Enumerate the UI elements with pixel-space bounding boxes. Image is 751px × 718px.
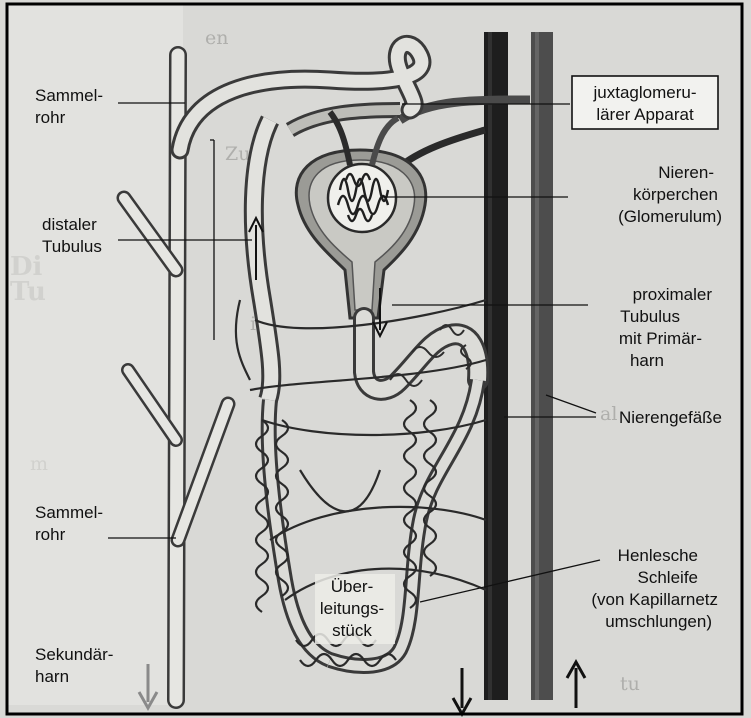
center-label: Über- leitungs- stück <box>315 574 395 644</box>
label-distaler-line2: Tubulus <box>42 237 102 256</box>
label-henle-line4: umschlungen) <box>605 612 712 631</box>
label-sekundaerharn-line1: Sekundär- <box>35 645 113 664</box>
label-nierengefaesse: Nierengefäße <box>619 408 722 427</box>
label-nieren-line2: körperchen <box>633 185 718 204</box>
label-sammelrohr-bottom-line2: rohr <box>35 525 66 544</box>
label-ueber-line2: leitungs- <box>320 599 384 618</box>
label-proximal-line2: Tubulus <box>620 307 680 326</box>
label-ueber-line3: stück <box>332 621 372 640</box>
renal-corpuscle <box>296 112 425 318</box>
label-proximal-line3: mit Primär- <box>619 329 702 348</box>
right-labels: juxtaglomeru- lärer Apparat Nieren- körp… <box>572 76 722 631</box>
svg-text:Zu: Zu <box>225 143 250 165</box>
label-ueber-line1: Über- <box>331 577 374 596</box>
efferent-vessel <box>398 130 485 168</box>
label-sammelrohr-top-line2: rohr <box>35 108 66 127</box>
label-proximal-line1: proximaler <box>633 285 713 304</box>
svg-text:tu: tu <box>620 673 640 695</box>
svg-text:en: en <box>205 27 228 49</box>
label-sammelrohr-top-line1: Sammel- <box>35 86 103 105</box>
label-henle-line1: Henlesche <box>618 546 698 565</box>
label-proximal-line4: harn <box>630 351 664 370</box>
proximal-tubule <box>364 318 478 390</box>
label-henle-line3: (von Kapillarnetz <box>591 590 718 609</box>
label-henle-line2: Schleife <box>638 568 698 587</box>
label-nieren-line1: Nieren- <box>658 163 714 182</box>
label-sammelrohr-bottom-line1: Sammel- <box>35 503 103 522</box>
label-juxta-line2: lärer Apparat <box>596 105 694 124</box>
label-juxta-line1: juxtaglomeru- <box>593 83 697 102</box>
label-distaler-line1: distaler <box>42 215 97 234</box>
svg-text:al: al <box>600 403 617 425</box>
label-sekundaerharn-line2: harn <box>35 667 69 686</box>
label-nieren-line3: (Glomerulum) <box>618 207 722 226</box>
